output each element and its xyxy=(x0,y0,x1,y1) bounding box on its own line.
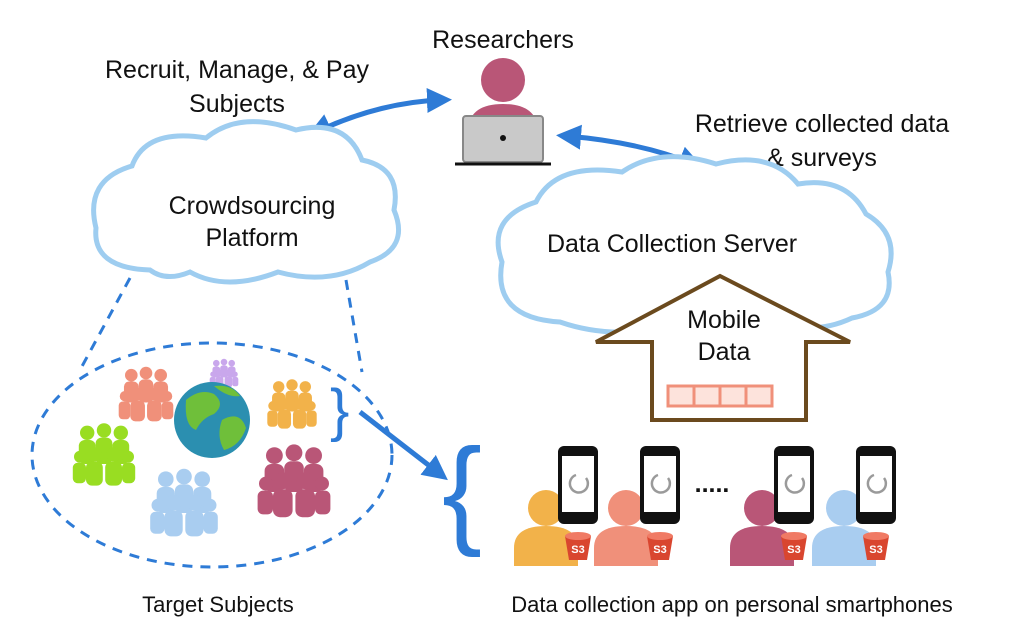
app-label: Data collection app on personal smartpho… xyxy=(511,592,953,617)
target-subjects-label: Target Subjects xyxy=(142,592,294,617)
mobile-data-arrow xyxy=(595,273,851,422)
s3-bucket-rim xyxy=(565,532,591,540)
crowd-salmon-icon xyxy=(118,366,174,422)
s3-bucket-icon xyxy=(863,536,889,560)
recruit-arrow xyxy=(306,87,452,137)
person-head-icon xyxy=(744,490,780,526)
recruit-label-line1: Recruit, Manage, & Pay xyxy=(105,56,370,84)
s3-bucket-1: S3 xyxy=(565,532,591,560)
globe-icon xyxy=(174,382,250,458)
s3-bucket-icon xyxy=(647,536,673,560)
crowd-green-icon xyxy=(72,423,136,486)
target-subjects-ellipse xyxy=(30,341,394,569)
s3-bucket-rim xyxy=(781,532,807,540)
s3-bucket-rim xyxy=(863,532,889,540)
subject-person-4 xyxy=(812,490,876,566)
person-body-icon xyxy=(594,526,658,566)
mobile-data-label-line1: Mobile xyxy=(687,306,761,334)
phone-layer: S3 S3 S3 S3 xyxy=(558,446,896,560)
crowd-orange-icon xyxy=(267,379,317,429)
crowdsourcing-label-line1: Crowdsourcing xyxy=(169,192,336,220)
person-body-icon xyxy=(514,526,578,566)
phones-brace-icon: { xyxy=(442,424,482,558)
crowd-blue-icon xyxy=(150,468,218,537)
smartphone-2 xyxy=(640,446,680,524)
zoom-line-left xyxy=(78,277,132,371)
s3-bucket-3: S3 xyxy=(781,532,807,560)
person-body-icon xyxy=(730,526,794,566)
s3-bucket-icon xyxy=(781,536,807,560)
smartphone-screen xyxy=(644,456,676,512)
loading-spinner-icon xyxy=(784,473,806,494)
loading-spinner-icon xyxy=(866,473,888,494)
data-packets-icon xyxy=(666,384,774,408)
subjects-to-phones-arrow xyxy=(358,410,448,481)
loading-spinner-icon xyxy=(568,473,590,494)
person-head-icon xyxy=(608,490,644,526)
mobile-data-label-line2: Data xyxy=(698,338,751,366)
zoom-line-right xyxy=(344,279,364,373)
researcher-figure xyxy=(455,58,551,166)
group-brace-icon: } xyxy=(330,378,349,443)
s3-bucket-4: S3 xyxy=(863,532,889,560)
s3-label: S3 xyxy=(787,544,800,556)
retrieve-label-line1: Retrieve collected data xyxy=(695,110,949,138)
server-label: Data Collection Server xyxy=(547,230,797,258)
subject-person-1 xyxy=(514,490,578,566)
crowdsourcing-cloud-icon xyxy=(91,119,401,285)
s3-label: S3 xyxy=(869,544,882,556)
person-head-icon xyxy=(826,490,862,526)
researcher-head-icon xyxy=(481,58,525,102)
smartphone-4 xyxy=(856,446,896,524)
loading-spinner-icon xyxy=(650,473,672,494)
person-head-icon xyxy=(528,490,564,526)
laptop-camera-icon xyxy=(500,135,506,141)
s3-bucket-icon xyxy=(565,536,591,560)
smartphone-screen xyxy=(562,456,594,512)
retrieve-label-line2: & surveys xyxy=(767,144,877,172)
crowdsourcing-label-line2: Platform xyxy=(205,224,298,252)
s3-label: S3 xyxy=(571,544,584,556)
smartphone-3 xyxy=(774,446,814,524)
recruit-label-line2: Subjects xyxy=(189,90,285,118)
ellipsis-label: ..... xyxy=(695,470,730,498)
person-body-icon xyxy=(812,526,876,566)
researchers-label: Researchers xyxy=(432,26,574,54)
s3-bucket-2: S3 xyxy=(647,532,673,560)
subject-person-2 xyxy=(594,490,658,566)
subject-person-3 xyxy=(730,490,794,566)
smartphone-1 xyxy=(558,446,598,524)
smartphone-screen xyxy=(778,456,810,512)
s3-label: S3 xyxy=(653,544,666,556)
person-layer xyxy=(514,490,876,566)
smartphone-screen xyxy=(860,456,892,512)
crowd-maroon-icon xyxy=(257,444,331,518)
s3-bucket-rim xyxy=(647,532,673,540)
